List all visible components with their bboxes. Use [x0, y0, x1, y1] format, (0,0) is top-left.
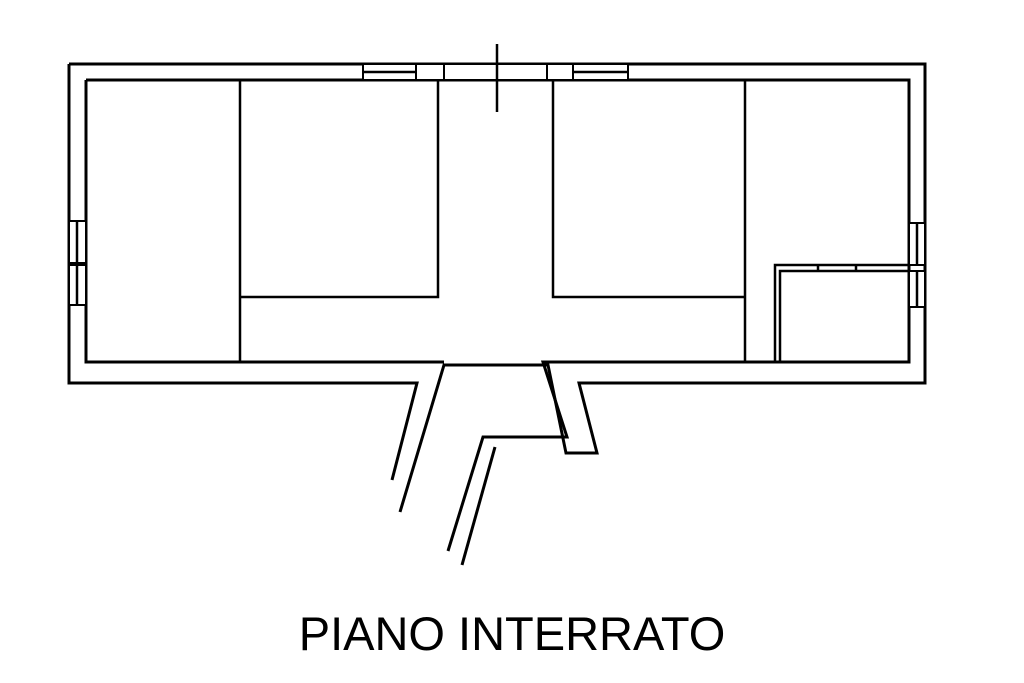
room-left-center	[240, 80, 440, 299]
room-right-center	[551, 80, 745, 299]
outer-wall	[69, 62, 927, 513]
opening-top-center	[443, 63, 548, 81]
plan-title: PIANO INTERRATO	[298, 607, 726, 660]
inner-wall	[86, 78, 911, 552]
corridor-wall-right	[460, 446, 497, 566]
outer-wall-left	[67, 64, 419, 481]
opening-top-right	[546, 63, 574, 81]
opening-top-left	[415, 63, 445, 81]
inner-wall-left	[84, 80, 444, 364]
closet-wall-inner	[778, 269, 909, 362]
closet-wall-outer	[773, 263, 909, 362]
